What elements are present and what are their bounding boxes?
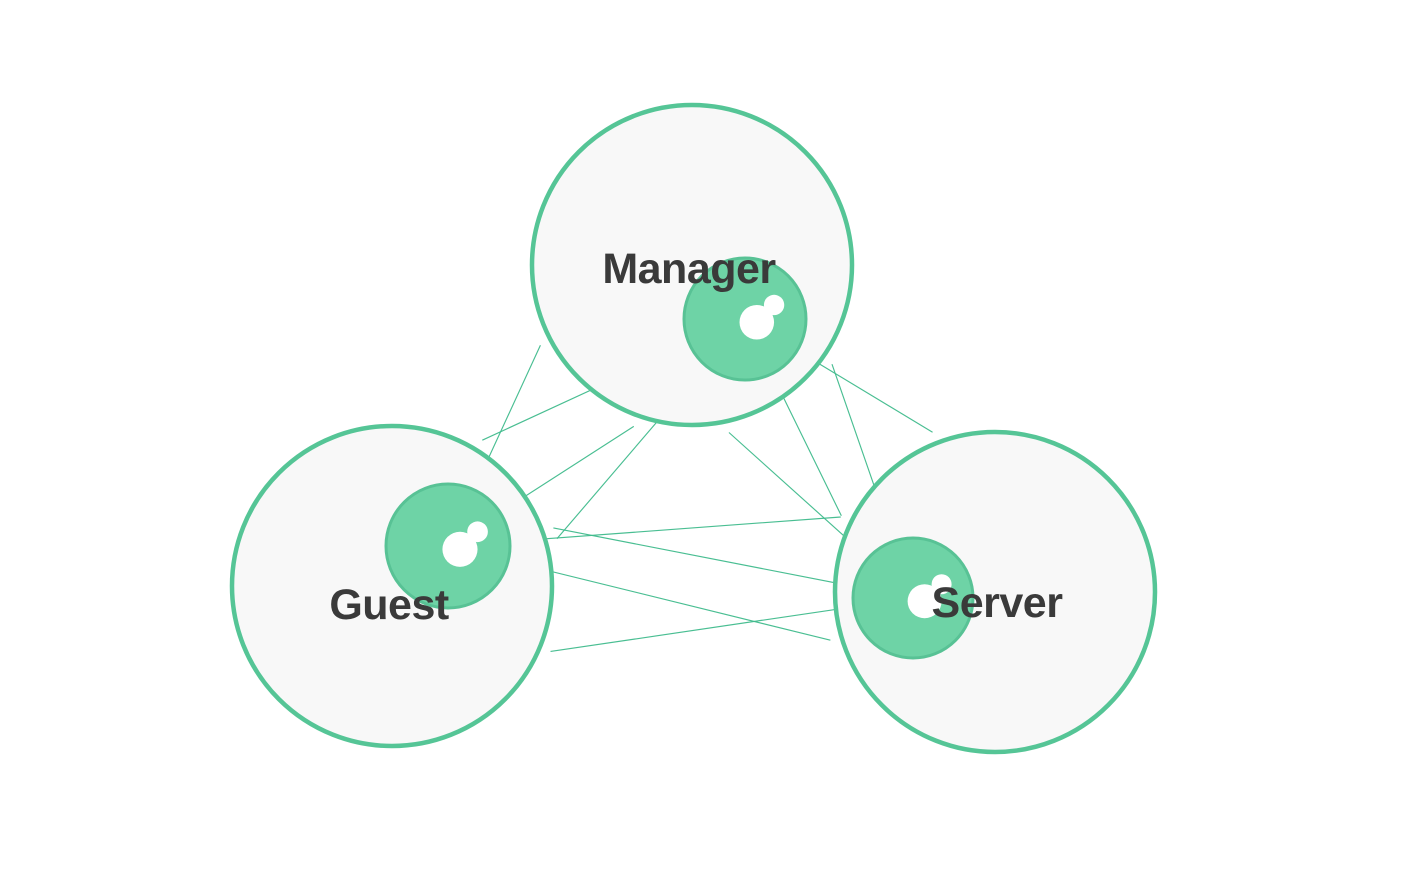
node-manager[interactable]: Manager [529,102,855,428]
node-label: Server [932,579,1064,627]
node-label: Manager [602,245,776,293]
user-icon-head [467,521,488,543]
user-icon-head [763,294,785,316]
user-icon-head [931,574,952,595]
user-icon [907,574,952,619]
node-guest[interactable]: Guest [229,423,555,749]
user-icon [739,294,785,340]
node-outer-ring[interactable] [832,429,1158,755]
node-server[interactable]: Server [832,429,1158,755]
node-label: Guest [329,581,449,629]
user-icon [442,521,488,567]
